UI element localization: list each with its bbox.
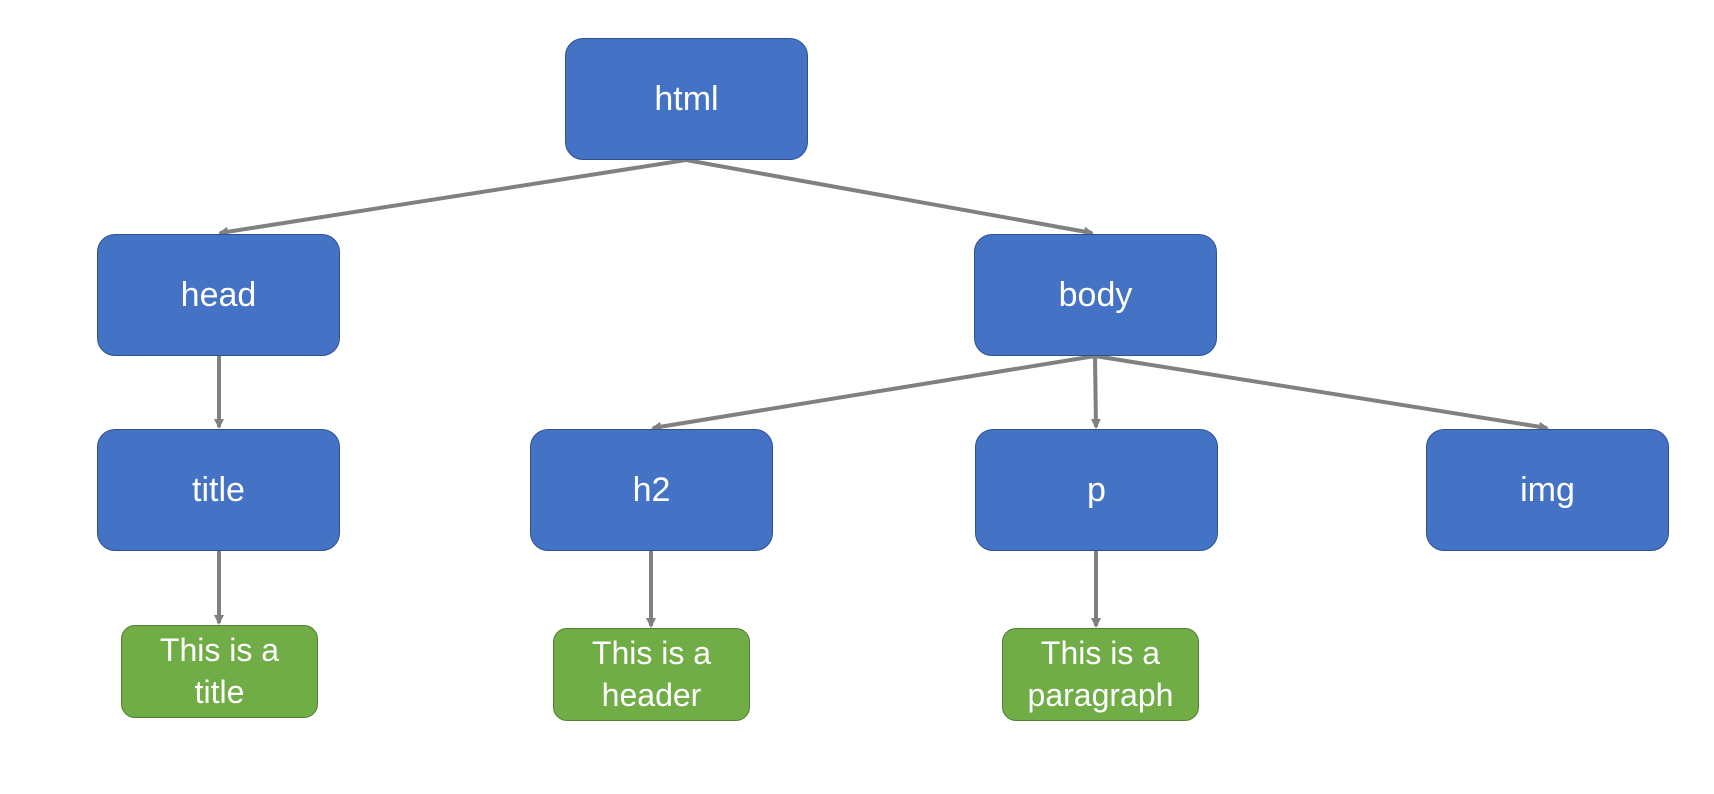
node-title: title [97, 429, 340, 551]
text-node-title-line1: This is a [159, 631, 280, 668]
edge-body-h2 [651, 354, 1096, 432]
text-node-header-line2: header [601, 676, 702, 713]
edge-body-img [1094, 354, 1549, 432]
node-body: body [974, 234, 1217, 356]
edge-body-p [1090, 355, 1101, 429]
edge-html-body [685, 158, 1094, 237]
edge-html-head [218, 158, 687, 237]
node-h2: h2 [530, 429, 773, 551]
node-p-label: p [1087, 470, 1106, 509]
text-node-title: This is a title [121, 625, 318, 718]
node-p: p [975, 429, 1218, 551]
node-html: html [565, 38, 808, 160]
node-img-label: img [1520, 470, 1575, 509]
text-node-title-line2: title [194, 673, 245, 710]
text-node-paragraph-line1: This is a [1040, 634, 1161, 671]
node-head: head [97, 234, 340, 356]
text-node-paragraph-line2: paragraph [1027, 676, 1174, 713]
text-node-header-line1: This is a [591, 634, 712, 671]
node-h2-label: h2 [632, 470, 671, 509]
node-body-label: body [1058, 275, 1133, 314]
text-node-header: This is a header [553, 628, 750, 721]
text-node-paragraph: This is a paragraph [1002, 628, 1199, 721]
node-html-label: html [654, 79, 719, 118]
node-title-label: title [192, 470, 245, 509]
node-head-label: head [180, 275, 257, 314]
node-img: img [1426, 429, 1669, 551]
